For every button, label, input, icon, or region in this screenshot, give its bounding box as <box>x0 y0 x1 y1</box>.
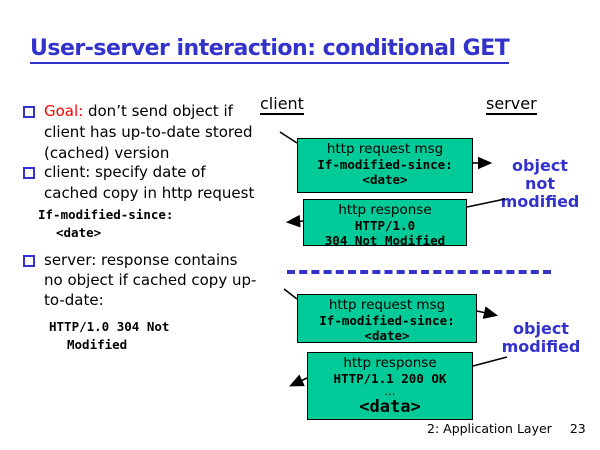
code1-line2: <date> <box>56 225 102 240</box>
server-label-text: server <box>486 94 537 115</box>
square-bullet-icon <box>23 255 35 267</box>
bullet-client-text: client: specify date of cached copy in h… <box>44 162 254 204</box>
response1-code2: 304 Not Modified <box>324 233 446 248</box>
not-modified-line2: not <box>524 174 556 193</box>
req2-arrow <box>476 306 499 319</box>
object-not-modified-label: object not modified <box>496 157 584 211</box>
modified-line2: modified <box>501 337 581 356</box>
req1-connector-line <box>279 131 298 144</box>
modified-line1: object <box>513 319 569 338</box>
server-line1: server: response contains <box>44 251 238 269</box>
response1-code1: HTTP/1.0 <box>354 218 416 233</box>
client-line2: cached copy in http request <box>44 184 255 202</box>
bullet-goal-text: Goal: don’t send object if client has up… <box>44 101 253 164</box>
http-request-box-2: http request msg If-modified-since: <dat… <box>297 294 477 343</box>
resp1-arrow <box>285 214 304 228</box>
response2-ellipsis: … <box>384 385 396 398</box>
client-label: client <box>260 94 304 115</box>
bullet-server: server: response contains no object if c… <box>22 250 256 310</box>
goal-line3: (cached) version <box>44 144 170 162</box>
not-modified-line1: object <box>512 156 568 175</box>
http-response-box-1: http response HTTP/1.0 304 Not Modified <box>303 199 467 248</box>
goal-lead: Goal: <box>44 102 84 120</box>
code-304: HTTP/1.0 304 Not Modified <box>22 318 169 354</box>
scenario-divider-dashed-line <box>287 270 551 274</box>
code-if-modified-since: If-modified-since: <date> <box>22 206 173 242</box>
request1-code2: <date> <box>362 172 408 187</box>
footer-section: 2: Application Layer <box>427 421 552 436</box>
bullet-server-text: server: response contains no object if c… <box>44 250 256 310</box>
client-label-text: client <box>260 94 304 115</box>
page-title-text: User-server interaction: conditional GET <box>30 36 510 64</box>
request2-code1: If-modified-since: <box>319 313 455 328</box>
resp2-connector-line <box>472 356 508 367</box>
response1-title: http response <box>338 202 432 218</box>
server-label: server <box>486 94 537 115</box>
goal-line1: don’t send object if <box>83 102 233 120</box>
server-line2: no object if cached copy up- <box>44 271 257 289</box>
code1-line1: If-modified-since: <box>38 207 174 222</box>
request1-title: http request msg <box>326 141 444 157</box>
request2-title: http request msg <box>328 297 446 313</box>
resp2-arrow <box>289 374 308 387</box>
req2-connector-line <box>283 288 298 300</box>
page-title: User-server interaction: conditional GET <box>30 36 510 64</box>
server-line3: to-date: <box>44 291 104 309</box>
object-modified-label: object modified <box>497 320 585 356</box>
footer-page-number: 23 <box>569 421 586 436</box>
goal-line2: client has up-to-date stored <box>44 123 253 141</box>
http-request-box-1: http request msg If-modified-since: <dat… <box>297 138 473 193</box>
request1-code1: If-modified-since: <box>317 157 453 172</box>
response2-title: http response <box>343 355 437 371</box>
response2-code1: HTTP/1.1 200 OK <box>333 371 447 386</box>
square-bullet-icon <box>23 167 35 179</box>
not-modified-line3: modified <box>500 192 580 211</box>
bullet-client: client: specify date of cached copy in h… <box>22 162 254 204</box>
slide-footer: 2: Application Layer 23 <box>427 421 586 436</box>
code2-line1: HTTP/1.0 304 Not <box>49 319 170 334</box>
code2-line2: Modified <box>67 337 128 352</box>
bullet-goal: Goal: don’t send object if client has up… <box>22 101 253 164</box>
http-response-box-2: http response HTTP/1.1 200 OK … <data> <box>307 352 473 420</box>
client-line1: client: specify date of <box>44 163 206 181</box>
request2-code2: <date> <box>364 328 410 343</box>
response2-data: <data> <box>359 397 421 417</box>
square-bullet-icon <box>23 106 35 118</box>
